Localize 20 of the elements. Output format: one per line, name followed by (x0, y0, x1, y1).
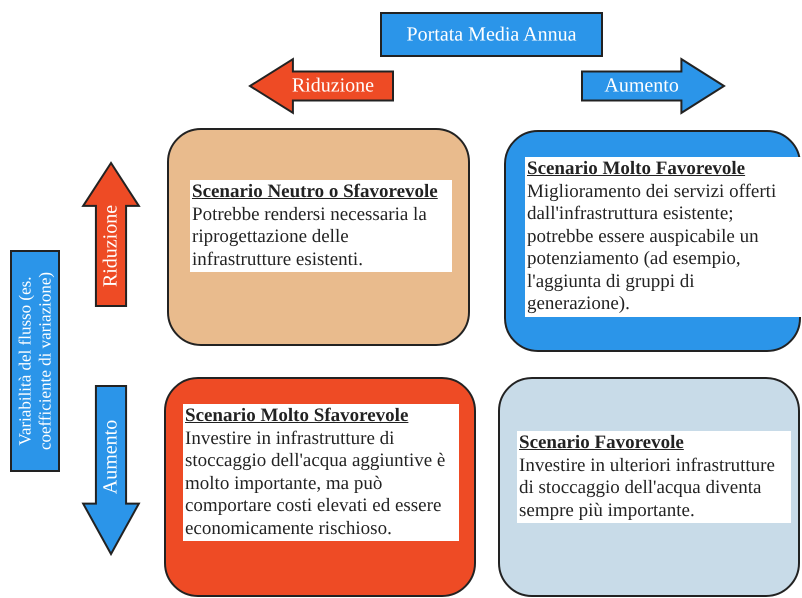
scenario-description: Investire in ulteriori infrastrutture di stoccaggio dell'acqua diventa sempre più importante. (519, 454, 776, 522)
scenario-heading: Scenario Molto Sfavorevole (185, 405, 410, 428)
arrow-label: Riduzione (100, 204, 122, 288)
scenario-description: Potrebbe rendersi necessaria la riprogettazione delle infrastrutture esistenti. (192, 204, 428, 271)
scenario-heading: Scenario Favorevole (519, 432, 685, 454)
scenario-description: Miglioramento dei servizi offerti dall'infrastruttura esistente; potrebbe essere auspicabile un potenziamento (ad esempio, l'aggiunta di gruppi di generazione). (527, 180, 778, 316)
arrow-label: Aumento (604, 74, 679, 98)
title-box (380, 12, 603, 57)
arrow-label: Aumento (100, 419, 122, 494)
label-text: Variabilità del flusso (es. coefficiente di variazione) (15, 270, 55, 452)
scenario-description: Investire in infrastrutture di stoccaggio dell'acqua aggiuntive è molto importante, ma può comportare costi elevati ed essere economicamente rischioso. (185, 428, 446, 540)
scenario-box (498, 377, 800, 597)
arrow-label: Riduzione (292, 74, 374, 98)
scenario-heading: Scenario Molto Favorevole (527, 158, 746, 180)
scenario-heading: Scenario Neutro o Sfavorevole (192, 181, 439, 204)
scenario-box (504, 130, 801, 352)
scenario-box (167, 128, 470, 346)
axis-label-box (10, 250, 60, 472)
scenario-box (164, 377, 476, 597)
label-text: Portata Media Annua (406, 23, 576, 46)
